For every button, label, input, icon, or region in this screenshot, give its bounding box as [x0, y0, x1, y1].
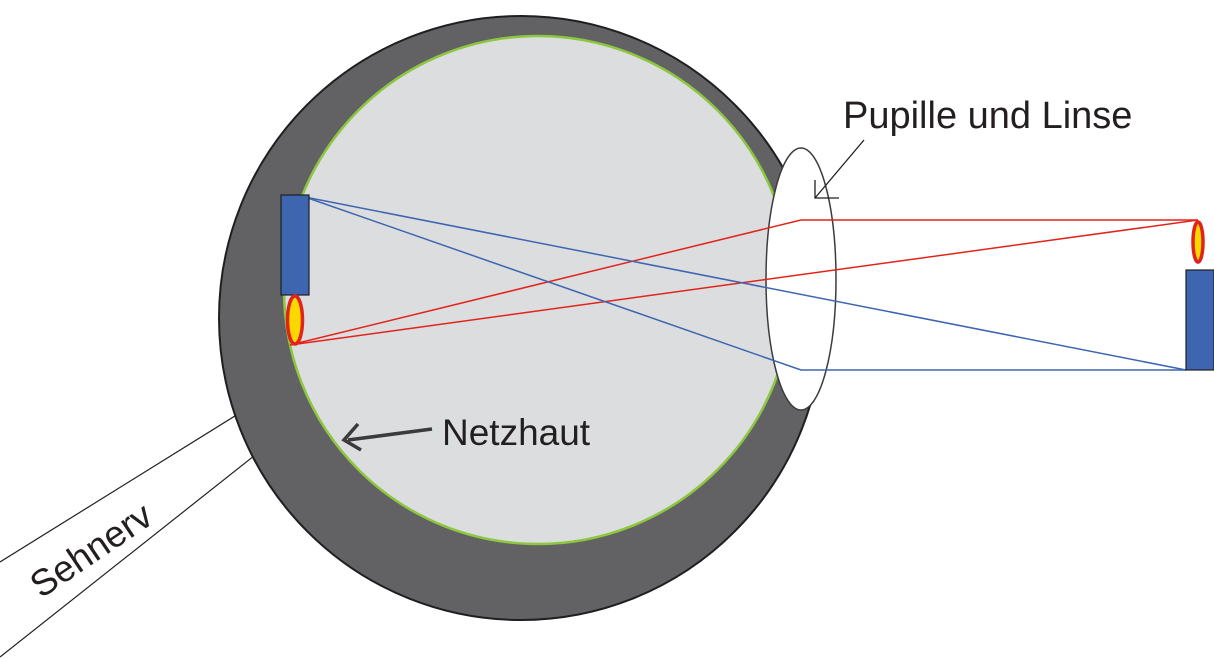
- inverted-candle-image-icon: [280, 194, 310, 346]
- blue-ray-through-center: [304, 196, 1187, 371]
- retina-label: Netzhaut: [442, 412, 591, 453]
- image-candle-flame: [285, 294, 305, 346]
- retina-pointer-line: [347, 427, 433, 442]
- pupil-lens-label: Pupille und Linse: [843, 95, 1132, 137]
- eyeball: [218, 15, 824, 621]
- retina-pointer-arrowhead: [341, 422, 362, 452]
- red-ray-upper: [289, 219, 1198, 346]
- object-candle-flame: [1191, 220, 1205, 264]
- object-candle-body: [1185, 269, 1214, 371]
- retina-pointer-arrow: [341, 422, 433, 452]
- upright-candle-icon: [1185, 220, 1214, 371]
- image-candle-body: [280, 194, 310, 296]
- light-rays: [289, 196, 1199, 371]
- pupil-lens-pointer-line: [814, 139, 865, 199]
- blue-ray-lower: [304, 196, 1186, 371]
- optic-nerve-label: Sehnerv: [23, 494, 161, 605]
- vitreous-body: [282, 34, 794, 546]
- pupil-lens-pointer-arrowhead: [814, 180, 839, 199]
- pupil-lens-pointer: [814, 139, 865, 199]
